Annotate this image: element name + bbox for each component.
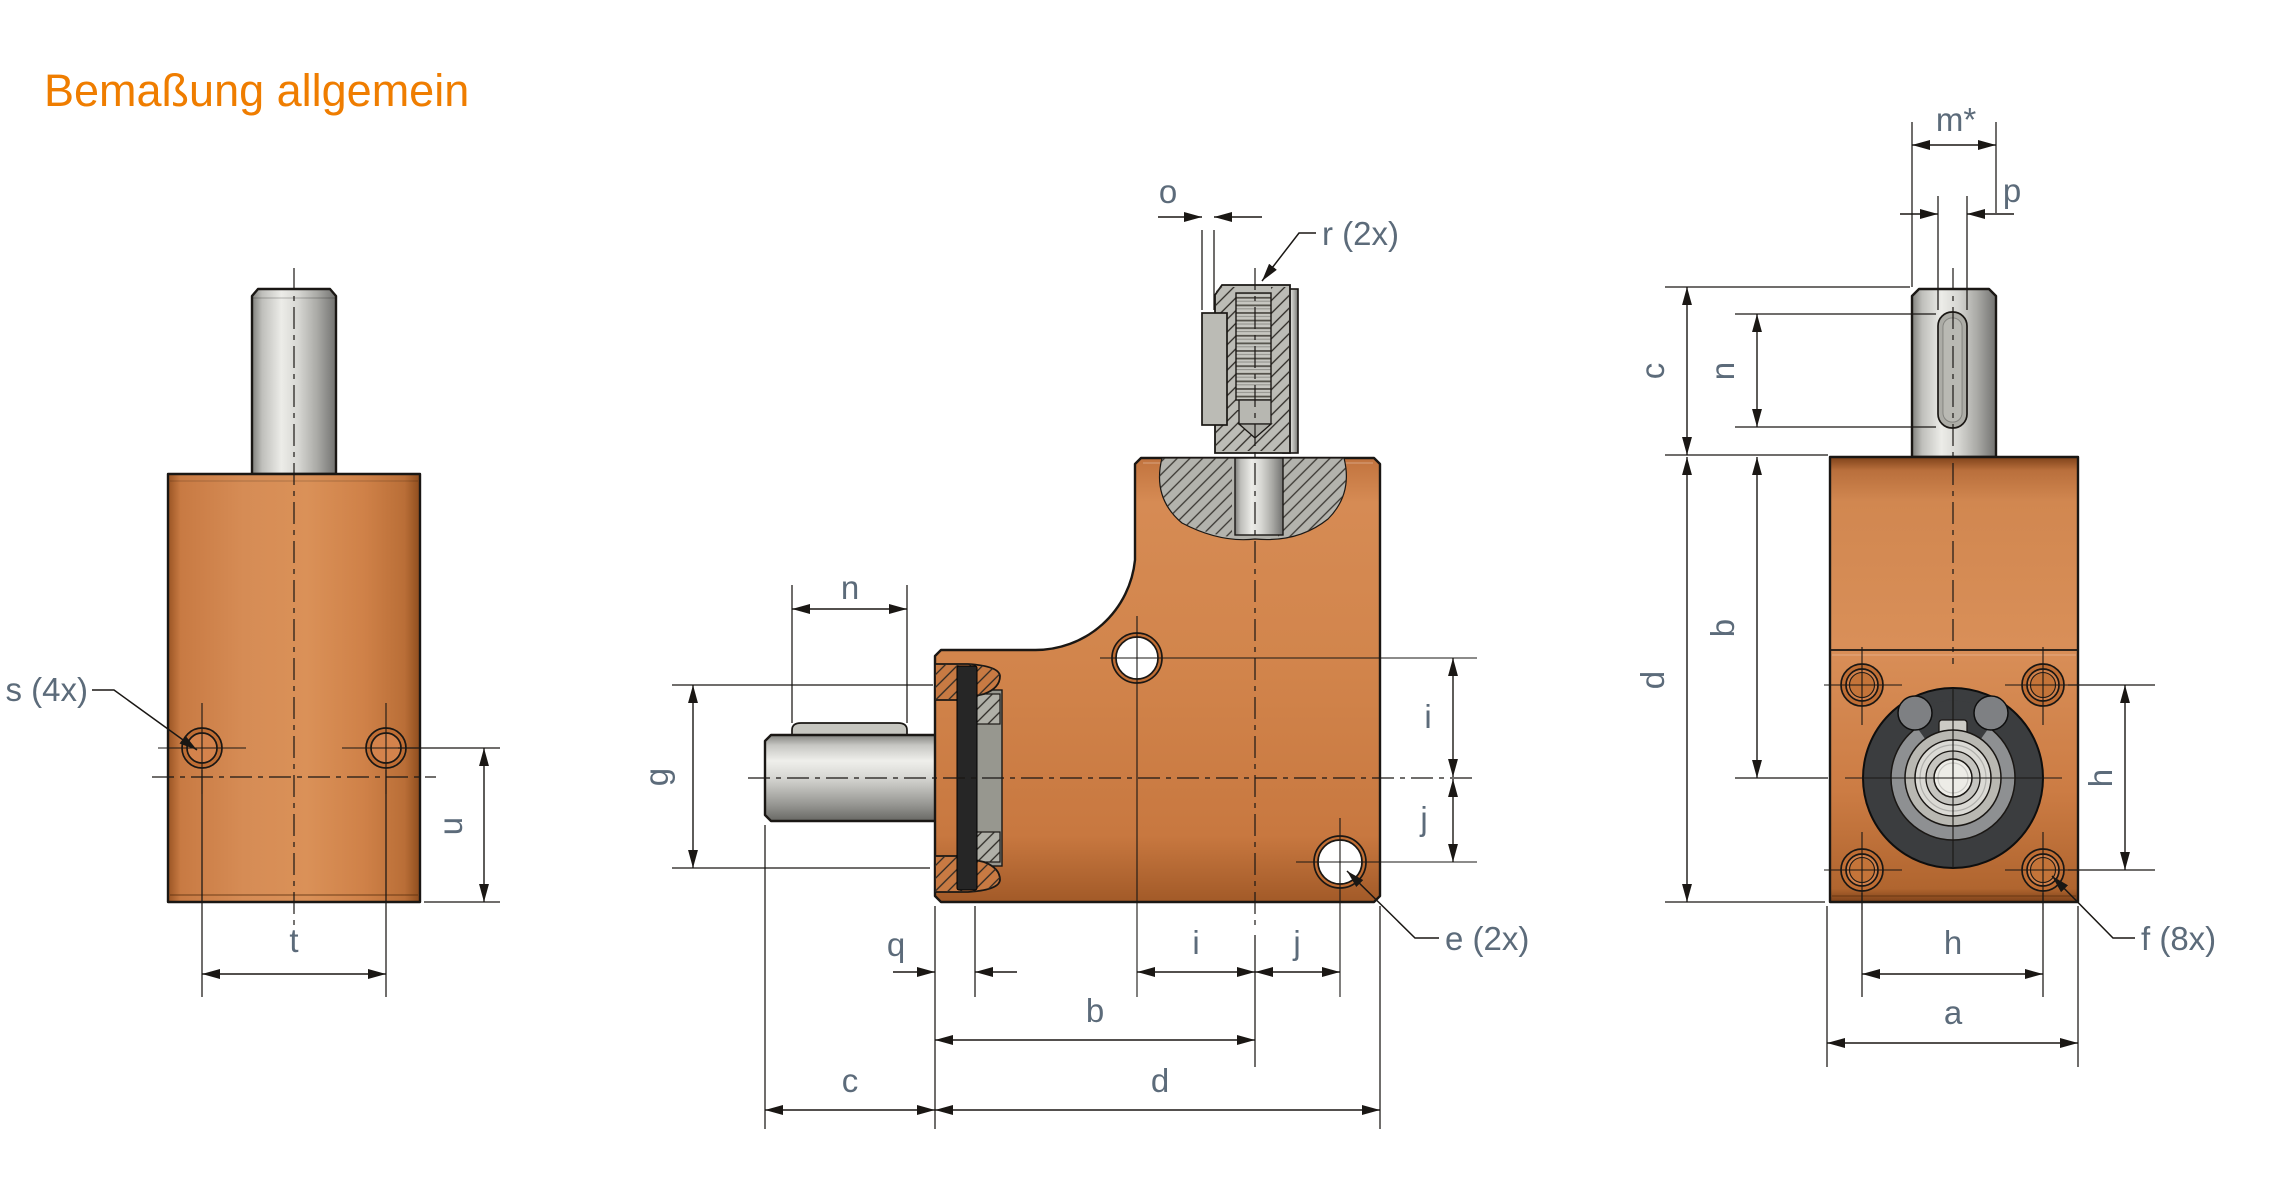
dim-c-section-label: c — [842, 1062, 859, 1099]
dim-u-label: u — [432, 817, 469, 835]
dim-d-section-label: d — [1151, 1062, 1169, 1099]
dim-d-side: d — [1634, 457, 1825, 903]
callout-s-label: s (4x) — [6, 671, 89, 708]
dim-b-section-label: b — [1086, 992, 1104, 1029]
callout-e-label: e (2x) — [1445, 920, 1529, 957]
dim-p: p — [1900, 172, 2021, 310]
section-housing-body — [933, 456, 1382, 904]
dim-j-bottom-label: j — [1292, 924, 1300, 961]
dim-a: a — [1826, 906, 2079, 1067]
callout-e: e (2x) — [1346, 870, 1529, 957]
dim-m: m* — [1911, 101, 1997, 287]
dim-g-label: g — [638, 768, 675, 786]
side-hole-top-left — [1824, 647, 1902, 725]
dim-n-section: n — [791, 569, 908, 723]
side-view: m* p c n d — [1634, 101, 2216, 1067]
dim-i-bottom: i — [1137, 924, 1255, 977]
section-hole-lower — [1296, 818, 1477, 997]
dim-n-section-label: n — [841, 569, 859, 606]
dim-n-side: n — [1704, 313, 1936, 428]
section-threaded-shaft — [1201, 284, 1299, 454]
dim-p-label: p — [2003, 172, 2021, 209]
dim-c-section: c — [764, 825, 935, 1129]
dim-u: u — [398, 747, 500, 903]
thread-bore — [1235, 292, 1272, 401]
section-view: o r (2x) n g i j — [638, 173, 1529, 1129]
dim-i-bottom-label: i — [1192, 924, 1199, 961]
bearing-ear-right — [1973, 695, 2009, 731]
callout-f: f (8x) — [2051, 875, 2216, 957]
dim-d-side-label: d — [1634, 671, 1671, 689]
dim-i-side-label: i — [1424, 698, 1431, 735]
dim-b-side: b — [1704, 457, 1828, 779]
dim-h-side-label: h — [2082, 769, 2119, 787]
dim-i-side: i — [1424, 658, 1458, 777]
dim-c-side-label: c — [1634, 363, 1671, 380]
side-bearing-assembly — [1845, 687, 2062, 869]
dim-t: t — [201, 770, 387, 997]
dim-h-bottom: h — [1861, 893, 2044, 997]
dim-a-label: a — [1944, 994, 1963, 1031]
dim-b-section: b — [934, 906, 1255, 1129]
dim-h-side: h — [2068, 684, 2155, 871]
side-hole-bottom-left — [1824, 832, 1902, 910]
section-top-cutaway — [1158, 457, 1347, 541]
dim-t-label: t — [289, 922, 298, 959]
callout-s: s (4x) — [6, 671, 198, 751]
dim-o: o — [1158, 173, 1262, 310]
bearing-ear-left — [1897, 695, 1933, 731]
dim-d-section: d — [935, 906, 1381, 1129]
callout-r: r (2x) — [1261, 215, 1399, 282]
page-title: Bemaßung allgemein — [44, 65, 469, 116]
dim-b-side-label: b — [1704, 619, 1741, 637]
dim-q: q — [887, 906, 1017, 997]
callout-r-label: r (2x) — [1322, 215, 1399, 252]
dim-j-side: j — [1419, 779, 1458, 862]
section-shaft-keyway — [791, 722, 908, 738]
dim-j-bottom: j — [1254, 924, 1340, 1067]
callout-f-label: f (8x) — [2141, 920, 2216, 957]
dim-h-bottom-label: h — [1944, 924, 1962, 961]
dim-o-label: o — [1159, 173, 1177, 210]
dim-q-label: q — [887, 926, 905, 963]
dim-j-side-label: j — [1419, 800, 1427, 837]
front-view: u t s (4x) — [6, 268, 500, 997]
dim-g: g — [638, 684, 933, 869]
dim-n-side-label: n — [1704, 362, 1741, 380]
section-hole-upper — [1100, 616, 1477, 997]
clamp-tab — [1201, 312, 1228, 426]
side-hole-bottom-right — [2005, 832, 2083, 910]
dim-c-side: c — [1634, 286, 1910, 456]
side-hole-top-right — [2005, 647, 2083, 725]
dim-m-label: m* — [1936, 101, 1976, 138]
